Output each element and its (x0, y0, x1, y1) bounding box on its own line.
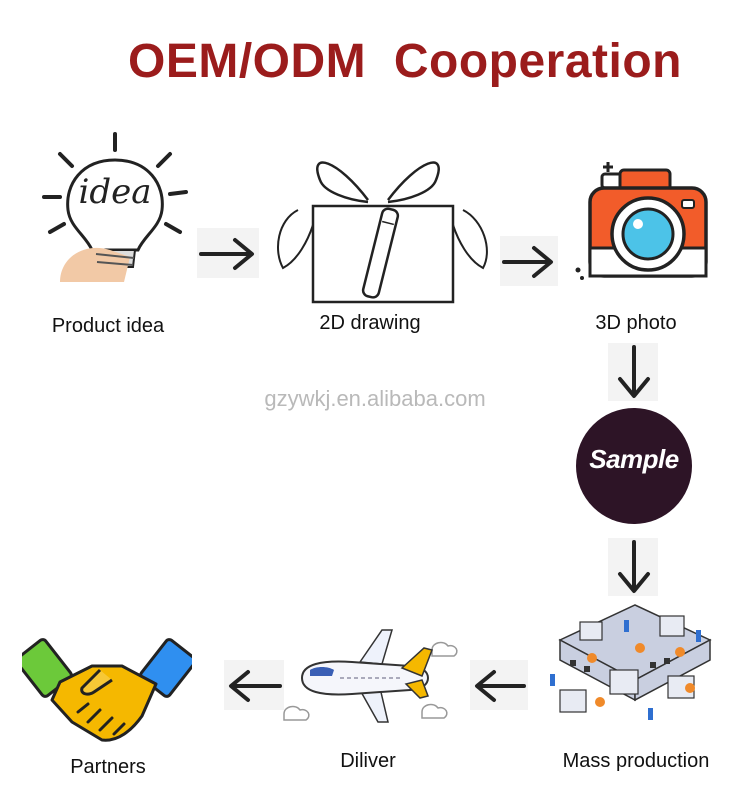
mass-production-label: Mass production (562, 750, 710, 772)
3d-photo-label: 3D photo (595, 312, 677, 334)
partners-label: Partners (70, 756, 146, 778)
watermark: gzywkj.en.alibaba.com (264, 386, 486, 411)
arrow-right-icon (197, 228, 259, 278)
arrow-left-icon (224, 660, 284, 710)
airplane-icon (282, 622, 462, 732)
product-idea-label: Product idea (51, 315, 165, 337)
factory-icon (540, 600, 730, 740)
page-title: OEM/ODM Cooperation (128, 35, 682, 88)
handshake-icon (22, 630, 192, 750)
arrow-down-icon (608, 538, 658, 596)
idea-text: idea (78, 172, 152, 212)
sample-text: Sample (589, 444, 679, 474)
gift-box-icon (268, 150, 498, 310)
camera-icon (572, 160, 712, 285)
arrow-right-icon (500, 236, 558, 286)
deliver-label: Diliver (340, 750, 396, 772)
arrow-left-icon (470, 660, 528, 710)
lightbulb-icon (40, 132, 190, 292)
arrow-down-icon (608, 343, 658, 401)
sample-circle (575, 407, 693, 525)
2d-drawing-label: 2D drawing (319, 312, 421, 334)
